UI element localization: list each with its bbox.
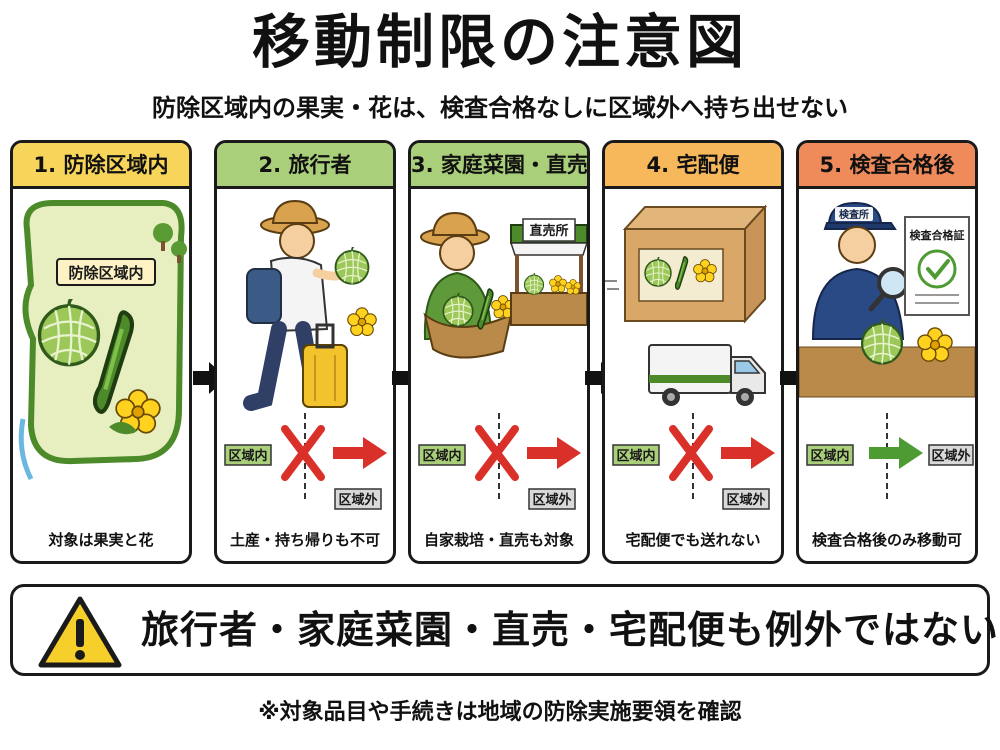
map-label: 防除区域内: [68, 264, 143, 282]
panel-quarantine-area: 1. 防除区域内 防除区域内 対象は果実と花: [10, 140, 192, 564]
outside-area-tag: 区域外: [338, 492, 377, 508]
certificate-title: 検査合格証: [910, 228, 965, 242]
melon-icon: [334, 247, 370, 285]
backpack-icon: [246, 268, 282, 324]
inside-area-tag: 区域内: [810, 448, 849, 464]
panel-caption: 対象は果実と花: [48, 531, 154, 549]
page-title: 移動制限の注意図: [251, 8, 748, 76]
panel-caption: 宅配便でも送れない: [625, 531, 761, 549]
panel-home-garden-direct-sale: 3. 家庭菜園・直売 直売所 区域内 区域外 自家栽培・直売も対象: [408, 140, 590, 564]
prohibited-cross-icon: [281, 425, 325, 481]
inspection-certificate-icon: [904, 216, 970, 316]
allowed-arrow-icon: [869, 437, 923, 469]
panel-heading: 2. 旅行者: [217, 143, 393, 189]
traveler-illustration: 区域内 区域外: [224, 199, 387, 510]
inside-area-tag: 区域内: [422, 448, 461, 464]
cardboard-box-icon: [622, 204, 768, 324]
panel-caption: 土産・持ち帰りも不可: [229, 531, 380, 549]
inside-area-tag: 区域内: [616, 448, 655, 464]
flower-icon: [347, 307, 377, 337]
warning-triangle-icon: [38, 596, 122, 668]
cap-badge: 検査所: [839, 208, 869, 221]
outside-area-tag: 区域外: [532, 492, 571, 508]
footnote: ※対象品目や手続きは地域の防除実施要領を確認: [258, 700, 742, 725]
panel-after-inspection: 5. 検査合格後 検査所 検査合格証 区域内 区域外 検査合格後のみ移動可: [796, 140, 978, 564]
prohibited-cross-icon: [475, 425, 519, 481]
panel-heading: 5. 検査合格後: [799, 143, 975, 189]
home-garden-illustration: 直売所 区域内 区域外: [418, 211, 587, 510]
panel-parcel-delivery: 4. 宅配便 区域内 区域外 宅配便で: [602, 140, 784, 564]
panel-caption: 自家栽培・直売も対象: [423, 531, 574, 549]
move-arrow-icon: [333, 437, 387, 469]
tree-icon: [153, 223, 187, 263]
warning-text: 旅行者・家庭菜園・直売・宅配便も例外ではない: [141, 608, 1000, 652]
stall-sign: 直売所: [529, 223, 568, 239]
warning-banner: 旅行者・家庭菜園・直売・宅配便も例外ではない: [10, 584, 1000, 676]
suitcase-icon: [302, 323, 348, 408]
outside-area-tag: 区域外: [931, 448, 970, 464]
flow-arrow-icon: [193, 362, 227, 394]
basket-icon: [423, 312, 513, 359]
page-subtitle: 防除区域内の果実・花は、検査合格なしに区域外へ持ち出せない: [152, 94, 848, 122]
move-arrow-icon: [721, 437, 775, 469]
flower-icon: [917, 327, 953, 362]
inspection-illustration: 検査所 検査合格証 区域内 区域外: [799, 201, 975, 499]
delivery-truck-icon: [648, 344, 766, 406]
panel-heading: 1. 防除区域内: [13, 143, 189, 189]
panel-traveler: 2. 旅行者 区域内 区域外 土産・持ち帰りも不可: [214, 140, 396, 564]
inside-area-tag: 区域内: [228, 448, 267, 464]
panel-heading: 3. 家庭菜園・直売: [411, 143, 587, 189]
prohibited-cross-icon: [669, 425, 713, 481]
move-arrow-icon: [527, 437, 581, 469]
panel-caption: 検査合格後のみ移動可: [811, 531, 962, 549]
outside-area-tag: 区域外: [726, 492, 765, 508]
parcel-delivery-illustration: 区域内 区域外: [605, 204, 775, 510]
panel-heading: 4. 宅配便: [605, 143, 781, 189]
quarantine-area-illustration: 防除区域内: [18, 200, 187, 481]
